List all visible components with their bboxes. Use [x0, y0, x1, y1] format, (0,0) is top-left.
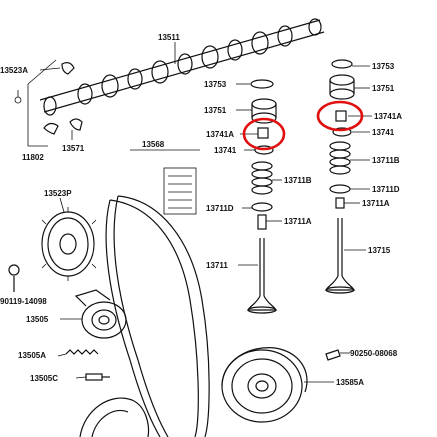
label-valve-right: 13715: [368, 246, 391, 255]
lifter-left: [251, 98, 277, 124]
keeper-right: [335, 110, 347, 122]
valve-right: [325, 218, 355, 294]
label-valve-left: 13711: [206, 261, 228, 270]
left-plug: [14, 62, 75, 104]
belt-label-box: [130, 149, 200, 215]
label-spring-pin: 13505C: [30, 374, 58, 383]
label-lifter-right: 13751: [372, 84, 395, 93]
valve-spring-right: [329, 141, 351, 175]
label-shim-left: 13753: [204, 80, 227, 89]
label-guide-left: 13711A: [284, 217, 312, 226]
right-plug: [325, 349, 350, 361]
crank-pulley: [221, 347, 308, 423]
label-cam-pulley: 13523P: [44, 189, 72, 198]
tension-spring: [65, 349, 99, 355]
valve-spring-left: [251, 161, 273, 195]
valve-left: [247, 238, 277, 314]
label-guide-right: 13711A: [362, 199, 390, 208]
label-seat-right: 13711D: [372, 185, 400, 194]
seat-right: [329, 184, 351, 194]
label-left-plug: 13523A: [0, 66, 28, 75]
shim-left: [250, 79, 274, 89]
label-retainer-right: 13741: [372, 128, 395, 137]
label-retainer-left: 13741: [214, 146, 237, 155]
camshaft: [39, 18, 325, 116]
label-keeper-left: 13741A: [206, 130, 234, 139]
label-bracket: 11802: [22, 153, 44, 162]
label-shim-right: 13753: [372, 62, 395, 71]
label-seat-left: 13711D: [206, 204, 234, 213]
idler-pulley: [74, 289, 127, 339]
cam-pulley: [41, 207, 97, 281]
bracket: [27, 59, 83, 147]
label-valve-spring-right: 13711B: [372, 156, 400, 165]
highlight-right-keeper: [316, 100, 364, 132]
label-spring: 13505A: [18, 351, 46, 360]
guide-right: [335, 197, 345, 209]
lifter-right: [329, 74, 355, 100]
label-crank-pulley: 13585A: [336, 378, 364, 387]
label-bracket-bolt: 13571: [62, 144, 85, 153]
seat-left: [251, 202, 273, 212]
label-valve-spring-left: 13711B: [284, 176, 312, 185]
label-right-plug: 90250-08068: [350, 349, 398, 358]
keeper-left: [257, 127, 269, 139]
label-keeper-right: 13741A: [374, 112, 402, 121]
lower-left-pulley: [79, 397, 150, 437]
label-belt: 13568: [142, 140, 165, 149]
label-lower-bolt: 90119-14098: [0, 297, 47, 306]
lower-bolt: [8, 264, 20, 292]
highlight-left-keeper: [242, 117, 286, 151]
label-camshaft: 13511: [158, 33, 180, 42]
timing-belt: [105, 195, 210, 437]
retainer-right: [332, 127, 352, 137]
label-lifter-left: 13751: [204, 106, 227, 115]
guide-left: [257, 214, 267, 230]
spring-pin: [85, 373, 110, 381]
label-idler: 13505: [26, 315, 49, 324]
shim-right: [331, 59, 353, 69]
